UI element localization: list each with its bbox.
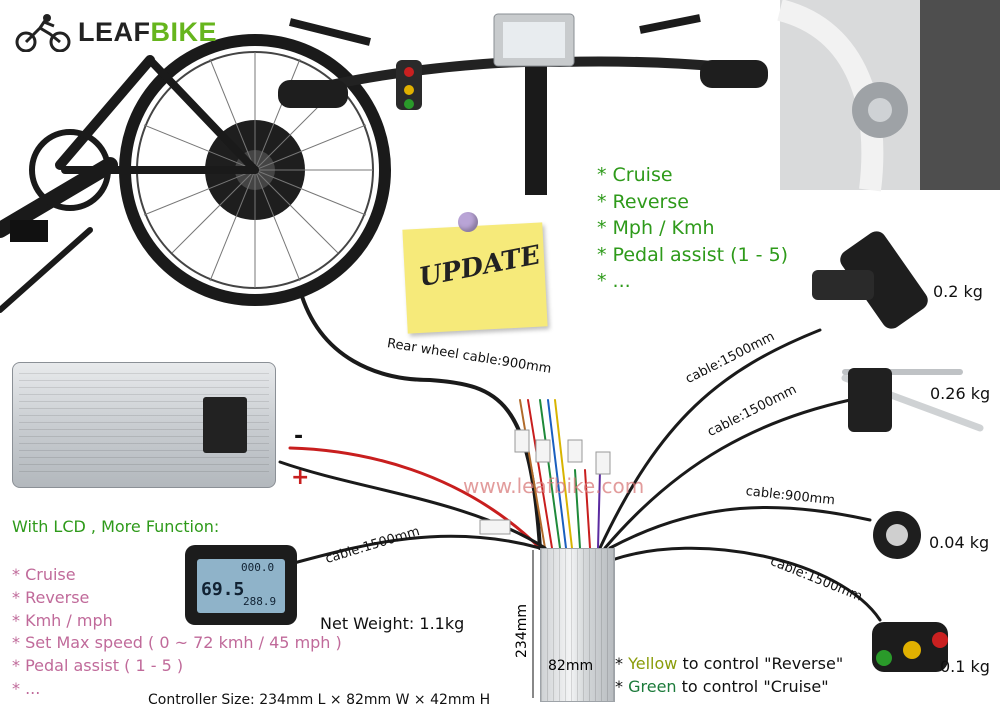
switch-weight: 0.1 kg [940,657,990,676]
lcd-function-item: * Reverse [12,587,90,607]
controller-width-label: 82mm [548,658,594,674]
brake-lever-photo [841,368,984,432]
lcd-function-list: * Cruise * Reverse * Kmh / mph * Set Max… [12,564,342,701]
throttle-weight: 0.2 kg [933,282,983,301]
battery-minus-terminal: - [294,424,304,449]
cyclist-icon [15,14,71,52]
brand-logo: LEAFBIKE [14,12,217,52]
pushpin-icon [458,212,478,232]
feature-item: * Cruise [597,164,673,186]
battery-photo [12,362,276,488]
brake-weight: 0.26 kg [930,384,991,403]
watermark: www.leafbike.com [463,474,645,498]
lcd-odo-readout: 000.0 [241,561,275,574]
lcd-trip-readout: 288.9 [243,595,277,608]
lcd-section-title: With LCD , More Function: [12,517,220,536]
lcd-display-photo: 69.5 000.0 288.9 [185,545,297,625]
feature-list-top: * Cruise * Reverse * Mph / Kmh * Pedal a… [597,162,788,295]
switch-note-green: * Green to control "Cruise" [615,677,829,696]
pas-sensor-photo [873,511,921,559]
pas-weight: 0.04 kg [929,533,990,552]
feature-item: * Reverse [597,190,689,213]
switch-photo [872,622,948,672]
controller-size-caption: Controller Size: 234mm L × 82mm W × 42mm… [148,692,491,708]
handlebar-photo [278,13,768,195]
lcd-speed-readout: 69.5 [201,579,245,600]
lcd-function-item: * Kmh / mph [12,610,113,630]
controller-net-weight: Net Weight: 1.1kg [320,614,465,633]
front-hub-photo [776,0,1000,192]
bike-frame-photo [0,55,259,313]
battery-label [203,397,247,453]
brand-name-part1: LEAF [78,16,151,47]
feature-item: * ... [597,270,631,292]
controller-height-label: 234mm [514,604,530,658]
lcd-function-item: * Cruise [12,565,76,584]
update-note-text: UPDATE [416,240,543,294]
controller-photo [540,548,615,702]
feature-item: * Pedal assist (1 - 5) [597,243,789,266]
brand-name-part2: BIKE [150,16,218,47]
switch-note-yellow: * Yellow to control "Reverse" [615,654,844,673]
throttle-photo [812,231,928,329]
lcd-function-item: * Set Max speed ( 0 ~ 72 kmh / 45 mph ) [12,633,342,653]
switch-notes: * Yellow to control "Reverse" * Green to… [615,652,843,698]
battery-plus-terminal: + [291,465,310,490]
feature-item: * Mph / Kmh [597,217,715,239]
update-sticky-note: UPDATE [402,222,548,334]
lcd-function-item: * Pedal assist ( 1 - 5 ) [12,656,184,676]
lcd-function-item: * ... [12,678,41,698]
